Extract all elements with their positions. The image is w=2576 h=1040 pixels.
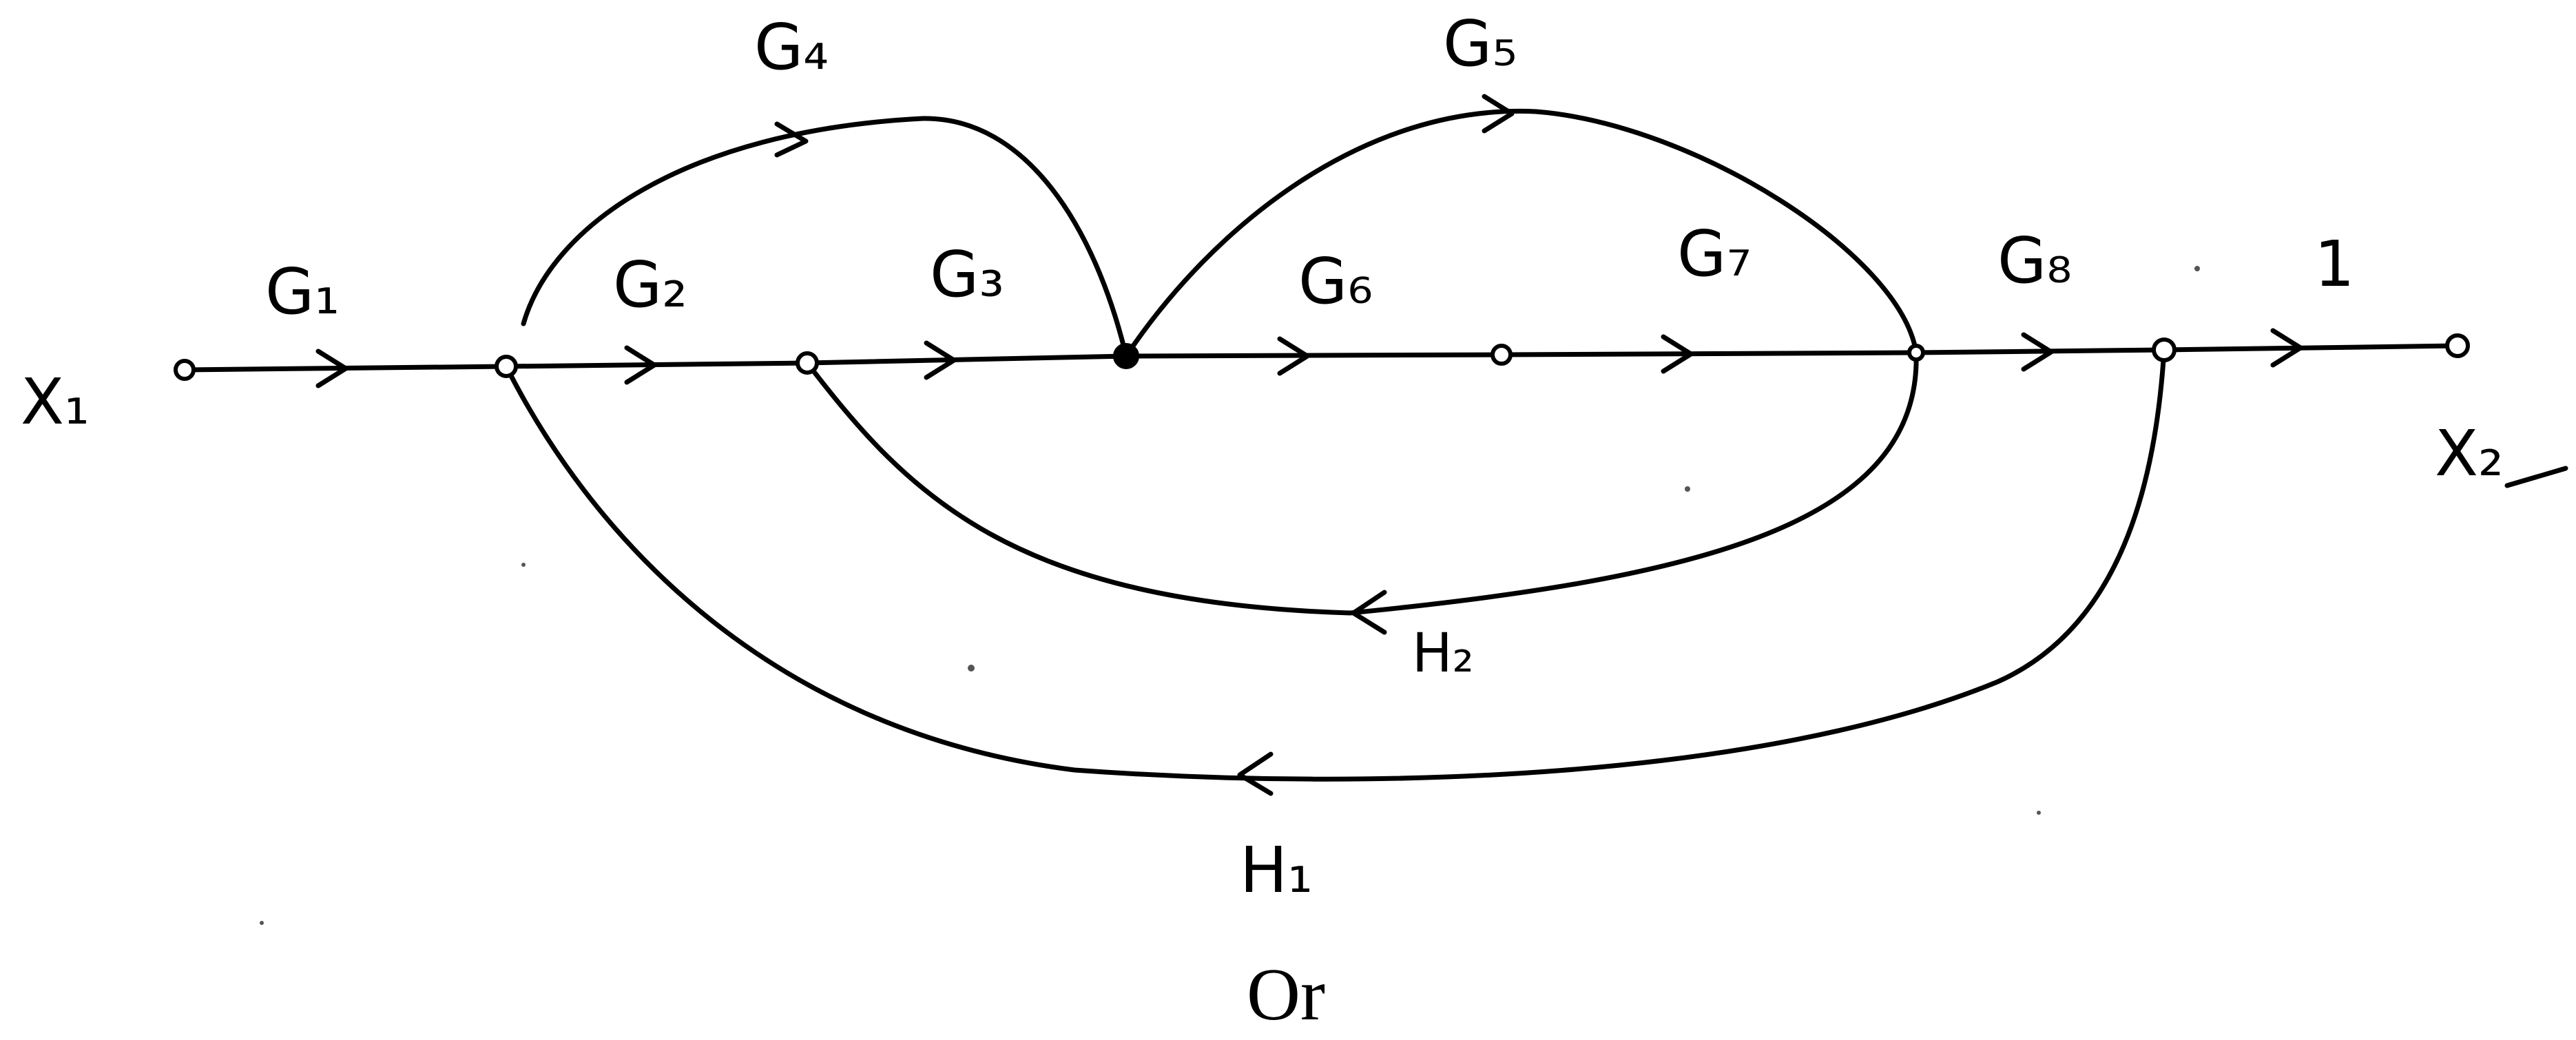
caption-or: Or xyxy=(1247,954,1325,1036)
label-g1: G₁ xyxy=(265,255,340,329)
label-g8: G₈ xyxy=(1997,224,2072,298)
branch-g8-line xyxy=(1913,347,2167,355)
label-g7: G₇ xyxy=(1677,217,1752,291)
label-h2: H₂ xyxy=(1412,623,1474,685)
label-h1: H₁ xyxy=(1240,833,1313,907)
node-7 xyxy=(2152,337,2177,362)
arrow-g1 xyxy=(315,349,349,388)
branch-g3-line xyxy=(804,353,1129,366)
node-5 xyxy=(1490,344,1513,366)
branch-g5-arc xyxy=(1123,108,1919,359)
branch-h2-loop xyxy=(804,350,1919,616)
arrow-g6 xyxy=(1277,336,1310,376)
arrow-h2 xyxy=(1351,590,1387,635)
sink-label-tail xyxy=(2504,466,2568,488)
label-g3: G₃ xyxy=(930,238,1004,311)
node-6 xyxy=(1907,344,1925,362)
node-2 xyxy=(495,355,518,378)
label-g2: G₂ xyxy=(613,248,687,322)
branch-unity-line xyxy=(2161,343,2460,353)
node-3 xyxy=(796,351,819,375)
arrow-h1 xyxy=(1237,751,1274,796)
branch-g6-line xyxy=(1123,352,1504,359)
arrow-g4 xyxy=(774,121,809,158)
arrow-g3 xyxy=(924,340,957,380)
node-sink xyxy=(2445,333,2470,358)
arrow-g2 xyxy=(624,345,657,385)
arrow-g8 xyxy=(2021,332,2054,372)
label-g6: G₆ xyxy=(1298,245,1373,318)
label-unity: 1 xyxy=(2314,227,2355,301)
branch-g7-line xyxy=(1499,350,1919,357)
label-g4: G₄ xyxy=(754,10,829,84)
source-label: X₁ xyxy=(21,365,90,439)
branch-g2-line xyxy=(503,360,810,369)
arrow-unity xyxy=(2270,328,2303,368)
arrow-g5 xyxy=(1482,94,1515,134)
arrow-g7 xyxy=(1661,334,1694,374)
branch-h1-loop xyxy=(503,347,2167,782)
scan-noise xyxy=(260,266,2200,925)
label-g5: G₅ xyxy=(1443,7,1517,81)
node-source xyxy=(174,359,196,381)
branch-g4-arc xyxy=(521,116,1129,359)
sink-label: X₂ xyxy=(2435,417,2504,490)
node-4 xyxy=(1113,343,1139,369)
